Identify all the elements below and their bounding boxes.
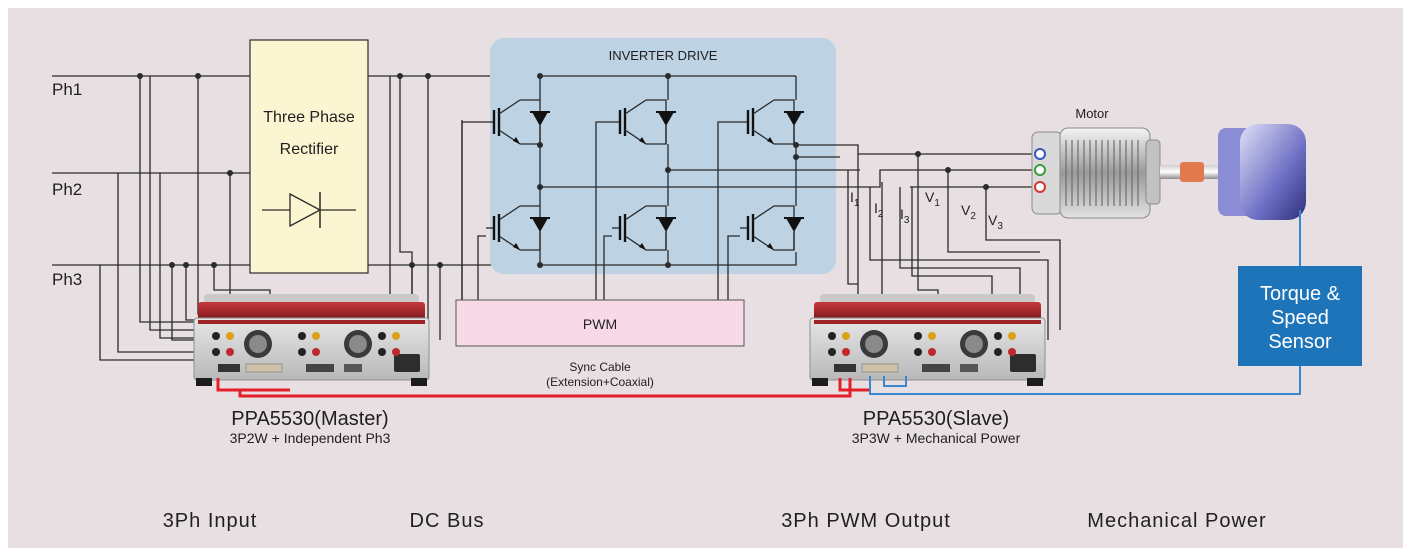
master-name: PPA5530(Master) (231, 408, 388, 430)
channel-labels: I1 I2 I3 V1 V2 V3 (850, 189, 1003, 232)
inverter-title: INVERTER DRIVE (609, 48, 718, 63)
label-i2: I2 (874, 200, 884, 220)
motor-label: Motor (1075, 106, 1109, 121)
slave-name: PPA5530(Slave) (863, 408, 1009, 430)
section-labels: 3Ph Input DC Bus 3Ph PWM Output Mechanic… (163, 510, 1266, 532)
motor-terminal-w (1034, 181, 1046, 193)
master-analyzer (193, 293, 430, 387)
shaft-coupling (1160, 162, 1220, 182)
torque-speed-sensor: Torque & Speed Sensor (1238, 210, 1362, 366)
sync-cable: Sync Cable (Extension+Coaxial) (216, 360, 870, 398)
section-3ph-pwm-output: 3Ph PWM Output (781, 510, 951, 532)
phase-label-1: Ph1 (52, 80, 82, 99)
label-i1: I1 (850, 189, 860, 209)
pwm-label: PWM (583, 316, 617, 332)
phase-label-3: Ph3 (52, 270, 82, 289)
sync-cable-label-line1: Sync Cable (569, 360, 631, 374)
rectifier-label-line1: Three Phase (263, 109, 355, 126)
sensor-label-line2: Speed (1271, 307, 1329, 329)
section-3ph-input: 3Ph Input (163, 510, 258, 532)
label-i3: I3 (900, 206, 910, 226)
motor-output-lines (540, 144, 1040, 190)
master-caption: PPA5530(Master) 3P2W + Independent Ph3 (230, 408, 391, 446)
three-phase-rectifier: Three Phase Rectifier (249, 39, 369, 274)
sensor-label-line1: Torque & (1260, 283, 1341, 305)
sensor-label-line3: Sensor (1268, 331, 1332, 353)
slave-analyzer (809, 293, 1046, 387)
motor: Motor (1031, 106, 1161, 219)
sensor-cable (869, 366, 1301, 395)
slave-config: 3P3W + Mechanical Power (852, 430, 1021, 446)
motor-terminal-v (1034, 164, 1046, 176)
diode-icon (262, 192, 356, 228)
pwm-block: PWM (455, 299, 745, 347)
motor-terminal-u (1034, 148, 1046, 160)
section-dc-bus: DC Bus (410, 510, 485, 532)
inverter-drive: INVERTER DRIVE (484, 38, 836, 274)
label-v3: V3 (988, 212, 1003, 232)
rectifier-label-line2: Rectifier (280, 141, 339, 158)
phase-label-2: Ph2 (52, 180, 82, 199)
gate-drive-lines (461, 121, 740, 300)
sync-cable-label-line2: (Extension+Coaxial) (546, 375, 654, 389)
load-dynamometer (1218, 124, 1306, 220)
master-config: 3P2W + Independent Ph3 (230, 430, 391, 446)
label-v1: V1 (925, 189, 940, 209)
section-mechanical-power: Mechanical Power (1087, 510, 1266, 532)
slave-caption: PPA5530(Slave) 3P3W + Mechanical Power (852, 408, 1021, 446)
label-v2: V2 (961, 202, 976, 222)
